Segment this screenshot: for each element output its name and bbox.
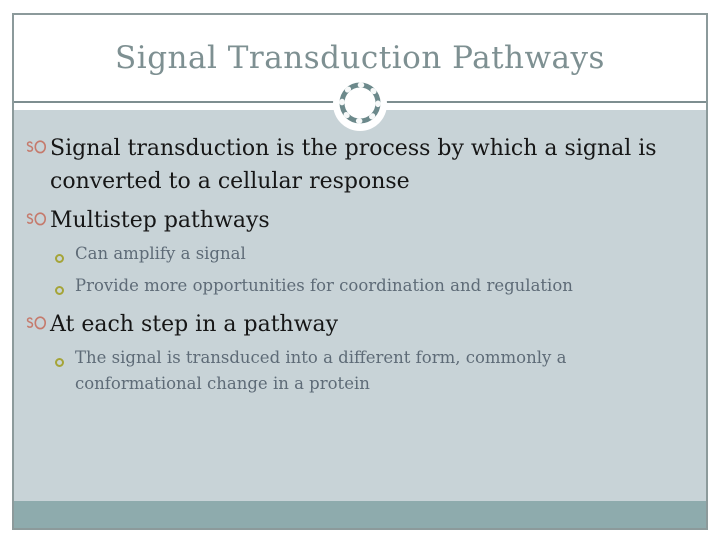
slide-frame: Signal Transduction Pathways Signal tran… — [12, 13, 708, 530]
sub-bullet-text: The signal is transduced into a differen… — [75, 348, 567, 394]
sub-bullet-text: Provide more opportunities for coordinat… — [75, 276, 573, 296]
footer-band — [14, 501, 706, 528]
oriel-80-bullet-icon — [25, 308, 50, 334]
bullet-text: Multistep pathways — [50, 208, 270, 233]
oriel-80-bullet-icon — [25, 204, 50, 230]
title-area: Signal Transduction Pathways — [14, 15, 706, 101]
slide-title: Signal Transduction Pathways — [115, 40, 605, 76]
sub-bullet-item: Can amplify a signal — [55, 241, 680, 267]
sub-bullet-item: Provide more opportunities for coordinat… — [55, 273, 680, 299]
bullet-item: Signal transduction is the process by wh… — [25, 132, 680, 198]
slide-body: Signal transduction is the process by wh… — [14, 110, 706, 501]
bullet-text: At each step in a pathway — [50, 312, 339, 338]
sub-bullet-text: Can amplify a signal — [75, 244, 246, 263]
open-circle-bullet-icon — [55, 273, 75, 299]
bullet-text: Signal transduction is the process by wh… — [50, 136, 657, 194]
open-circle-bullet-icon — [55, 345, 75, 371]
title-divider-gap — [14, 103, 706, 110]
oriel-80-bullet-icon — [25, 132, 50, 158]
bullet-item: At each step in a pathway — [25, 308, 680, 341]
bullet-item: Multistep pathways — [25, 204, 680, 237]
sub-bullet-item: The signal is transduced into a differen… — [55, 345, 680, 397]
open-circle-bullet-icon — [55, 241, 75, 267]
